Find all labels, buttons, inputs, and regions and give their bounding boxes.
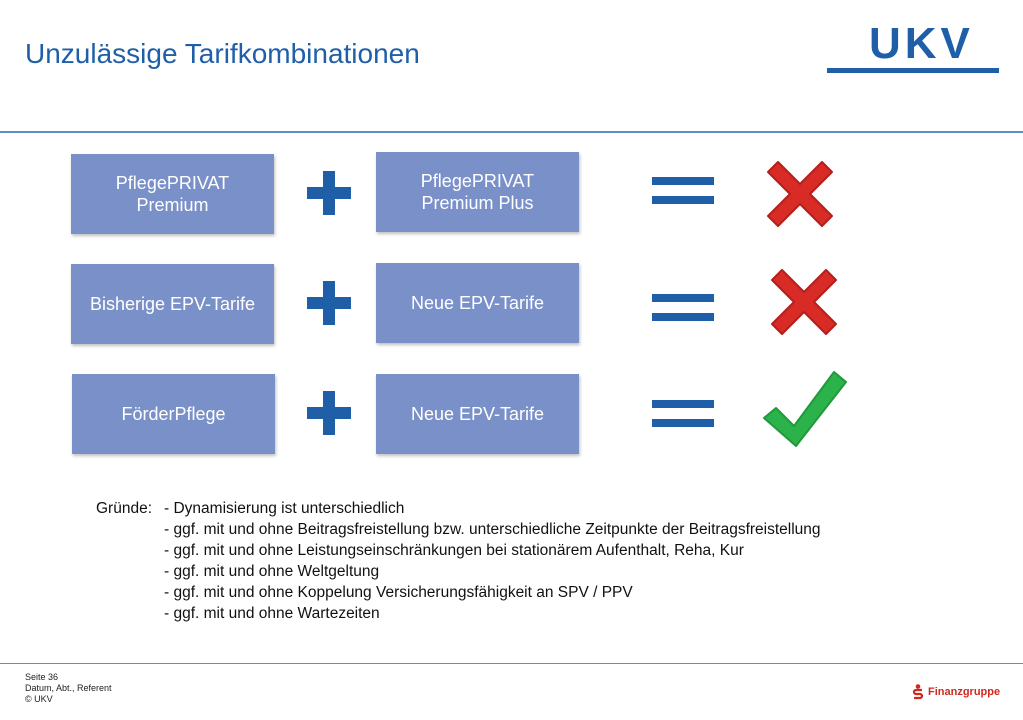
equals-icon <box>652 400 714 430</box>
reason-item: - ggf. mit und ohne Leistungseinschränku… <box>164 542 744 559</box>
finanzgruppe-logo: Finanzgruppe <box>912 684 1000 700</box>
logo-underline <box>827 68 999 73</box>
footer-info: Seite 36 Datum, Abt., Referent © UKV <box>25 672 112 705</box>
plus-icon <box>307 391 351 435</box>
ukv-logo: UKV <box>827 19 999 74</box>
reason-item: - ggf. mit und ohne Koppelung Versicheru… <box>164 584 633 601</box>
cross-icon <box>767 161 833 227</box>
reasons-label: Gründe: <box>96 500 153 517</box>
reasons-list: Gründe: - Dynamisierung ist unterschiedli… <box>96 498 821 624</box>
footer-divider <box>0 663 1023 664</box>
tariff-label: Neue EPV-Tarife <box>410 292 545 313</box>
reason-item: - ggf. mit und ohne Weltgeltung <box>164 563 380 580</box>
plus-icon <box>307 281 351 325</box>
brand-text: Finanzgruppe <box>928 686 1001 698</box>
tariff-box-row3-left: FörderPflege <box>72 374 275 454</box>
page-number: Seite 36 <box>25 672 59 682</box>
cross-icon <box>771 269 837 335</box>
tariff-label: Bisherige EPV-Tarife <box>89 293 256 314</box>
tariff-box-row3-right: Neue EPV-Tarife <box>376 374 579 454</box>
tariff-box-row2-right: Neue EPV-Tarife <box>376 263 579 343</box>
tariff-label: FörderPflege <box>121 403 226 424</box>
footer-meta: Datum, Abt., Referent <box>25 683 112 693</box>
sparkasse-icon <box>912 684 924 700</box>
check-icon <box>763 371 847 447</box>
logo-text: UKV <box>869 19 974 68</box>
equals-icon <box>652 177 714 207</box>
reason-item: - ggf. mit und ohne Beitragsfreistellung… <box>164 521 821 538</box>
header-divider <box>0 131 1023 133</box>
tariff-label: PflegePRIVAT Premium Plus <box>420 170 535 214</box>
plus-icon <box>307 171 351 215</box>
footer-copyright: © UKV <box>25 694 53 704</box>
equals-icon <box>652 294 714 324</box>
tariff-label: Neue EPV-Tarife <box>410 403 545 424</box>
tariff-box-row1-left: PflegePRIVAT Premium <box>71 154 274 234</box>
page-title: Unzulässige Tarifkombinationen <box>25 38 420 69</box>
reason-item: - ggf. mit und ohne Wartezeiten <box>164 605 380 622</box>
reason-item: - Dynamisierung ist unterschiedlich <box>164 500 405 517</box>
tariff-box-row1-right: PflegePRIVAT Premium Plus <box>376 152 579 232</box>
tariff-box-row2-left: Bisherige EPV-Tarife <box>71 264 274 344</box>
tariff-label: PflegePRIVAT Premium <box>115 172 230 216</box>
